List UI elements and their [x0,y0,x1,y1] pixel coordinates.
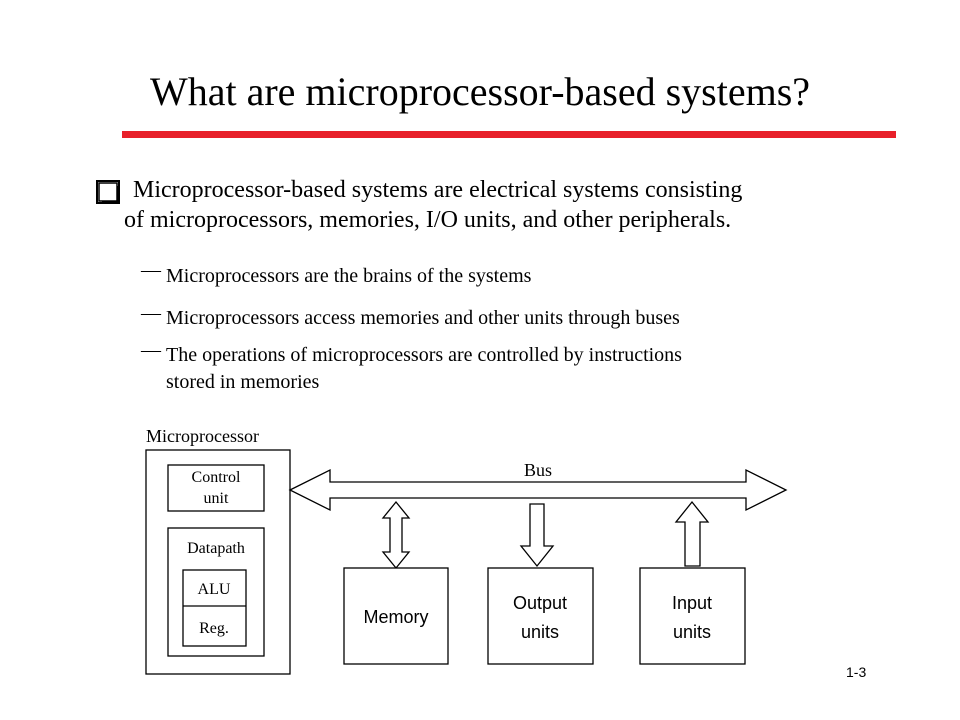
slide-number: 1-3 [846,664,867,680]
sub-point-dash: — [141,339,161,361]
output-bus-arrow [519,503,555,568]
memory-box [343,567,449,665]
sub-point-3-line-1: The operations of microprocessors are co… [166,344,682,366]
slide-title: What are microprocessor-based systems? [149,69,811,114]
bus-label: Bus [524,460,552,480]
microprocessor-label: Microprocessor [146,426,259,446]
input-units-label-2: units [673,622,711,642]
bullet-line-1: Microprocessor-based systems are electri… [133,177,743,203]
input-units-label-1: Input [672,593,712,613]
sub-point-1: Microprocessors are the brains of the sy… [166,265,532,287]
title-underline [122,131,896,138]
alu-label: ALU [198,581,231,598]
sub-point-2: Microprocessors access memories and othe… [166,307,680,329]
bullet-line-2: of microprocessors, memories, I/O units,… [124,207,732,233]
output-units-label-1: Output [513,593,567,613]
sub-point-dash: — [141,259,161,281]
input-units-box [639,567,746,665]
sub-point-dash: — [141,302,161,324]
output-units-box [487,567,594,665]
input-bus-arrow [674,500,710,567]
control-unit-label-2: unit [204,490,229,507]
bus-arrow [288,468,788,512]
output-units-label-2: units [521,622,559,642]
reg-label: Reg. [199,620,229,637]
alu-reg-box [182,569,247,647]
memory-bus-arrow [381,500,411,570]
sub-point-3-line-2: stored in memories [166,371,320,393]
control-unit-box [167,464,265,512]
checkbox-square-icon [96,180,120,204]
datapath-label: Datapath [187,540,245,557]
control-unit-label-1: Control [192,469,241,486]
memory-label: Memory [363,607,428,627]
